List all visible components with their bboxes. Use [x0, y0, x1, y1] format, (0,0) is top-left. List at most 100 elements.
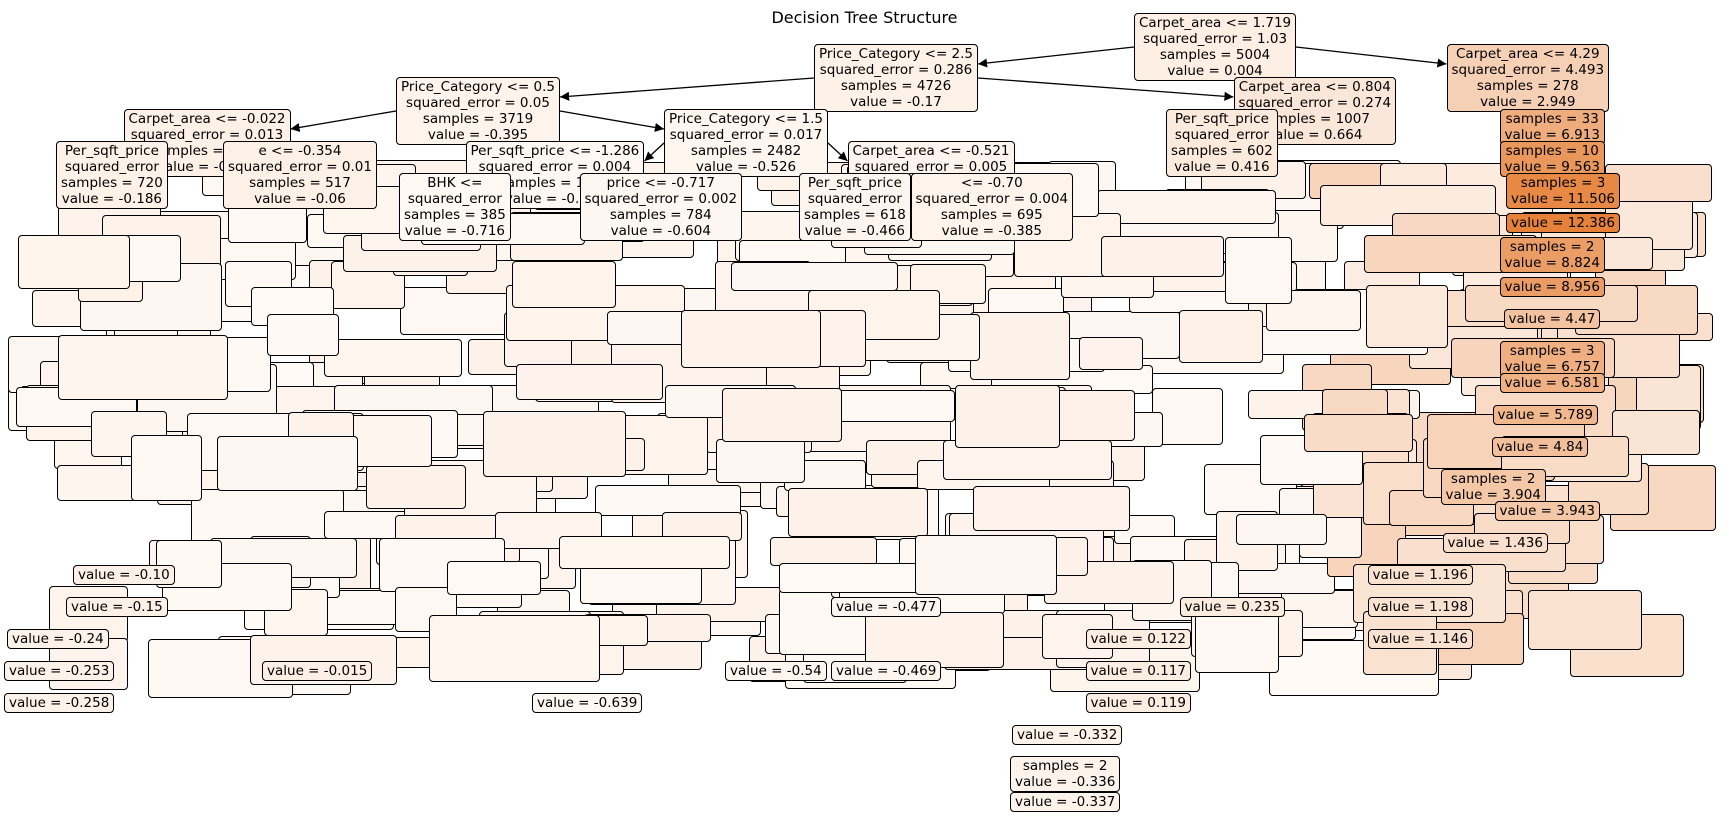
node-text-line: value = -0.385: [941, 223, 1042, 239]
node-text-line: value = 0.004: [1167, 63, 1263, 79]
background-node-box: [1194, 610, 1280, 674]
tree-node: value = -0.258: [4, 693, 115, 713]
background-node-box: [447, 561, 542, 596]
tree-node: value = 1.196: [1367, 565, 1473, 585]
node-text-line: samples = 695: [940, 207, 1043, 223]
node-text-line: value = -0.639: [537, 695, 638, 711]
background-node-box: [1366, 285, 1448, 349]
background-node-box: [681, 310, 821, 368]
background-node-box: [512, 261, 616, 308]
node-text-line: value = -0.17: [850, 94, 942, 110]
node-text-line: Price_Category <= 1.5: [669, 111, 824, 127]
background-node-box: [954, 385, 1060, 448]
node-text-line: squared_error = 0.004: [915, 191, 1069, 207]
tree-node: value = 1.436: [1442, 533, 1548, 553]
tree-node: value = 0.122: [1085, 629, 1191, 649]
node-text-line: value = 6.581: [1504, 375, 1600, 391]
tree-node: value = -0.15: [66, 597, 168, 617]
node-text-line: value = -0.336: [1015, 774, 1116, 790]
tree-edge: [977, 46, 1135, 68]
background-node-box: [715, 439, 806, 483]
tree-edge: [559, 110, 665, 132]
background-node-box: [1225, 237, 1293, 304]
background-node-box: [1096, 190, 1277, 224]
tree-node: value = 12.386: [1506, 213, 1621, 233]
node-text-line: <= -0.70: [960, 175, 1023, 191]
node-text-line: squared_error = 0.004: [478, 159, 632, 175]
node-text-line: Carpet_area <= -0.521: [852, 143, 1010, 159]
background-node-box: [1528, 590, 1642, 651]
node-text-line: samples = 3: [1509, 343, 1595, 359]
node-text-line: samples = 3: [1520, 175, 1606, 191]
node-text-line: squared_error = 0.002: [584, 191, 738, 207]
background-node-box: [1304, 414, 1413, 453]
node-text-line: value = -0.015: [267, 663, 368, 679]
background-node-box: [366, 465, 466, 510]
node-text-line: value = 4.84: [1496, 439, 1584, 455]
background-node-box: [778, 563, 940, 594]
node-text-line: squared_error = 0.274: [1238, 95, 1392, 111]
node-text-line: squared_error = 1.03: [1143, 31, 1288, 47]
node-text-line: samples = 385: [404, 207, 506, 223]
node-text-line: samples = 33: [1505, 111, 1599, 127]
node-text-line: squared_error = 0.005: [854, 159, 1008, 175]
node-text-line: value = 1.198: [1372, 599, 1468, 615]
tree-node: value = -0.54: [725, 661, 827, 681]
background-node-box: [58, 335, 228, 400]
tree-edge: [559, 77, 815, 101]
background-node-box: [595, 485, 742, 517]
node-text-line: value = 8.824: [1504, 255, 1600, 271]
tree-node: value = 4.47: [1503, 309, 1601, 329]
node-text-line: value = 0.117: [1090, 663, 1186, 679]
node-text-line: samples = 1007: [1259, 111, 1370, 127]
node-text-line: price <= -0.717: [606, 175, 715, 191]
background-node-box: [788, 488, 929, 538]
node-text-line: value = -0.604: [610, 223, 711, 239]
node-text-line: value = -0.469: [836, 663, 937, 679]
background-node-box: [770, 537, 877, 566]
node-text-line: value = -0.526: [695, 159, 797, 175]
tree-node: value = -0.015: [262, 661, 373, 681]
node-text-line: squared_error = 4.493: [1451, 62, 1605, 78]
node-text-line: Per_sqft_price: [1174, 111, 1269, 127]
node-text-line: squared_error: [64, 159, 159, 175]
background-node-box: [217, 436, 358, 492]
node-text-line: value = -0.477: [836, 599, 937, 615]
background-node-box: [1079, 337, 1143, 370]
background-node-box: [973, 486, 1130, 532]
node-text-line: value = 3.904: [1445, 487, 1541, 503]
background-node-box: [731, 262, 898, 292]
tree-node: value = 0.235: [1179, 597, 1285, 617]
node-text-line: Per_sqft_price: [807, 175, 902, 191]
background-node-box: [1179, 310, 1264, 364]
node-text-line: samples = 10: [1505, 143, 1599, 159]
node-text-line: samples = 4726: [840, 78, 952, 94]
tree-node: value = -0.469: [831, 661, 942, 681]
tree-node: value = 4.84: [1491, 437, 1589, 457]
background-node-box: [323, 339, 462, 377]
node-text-line: squared_error = 0.286: [819, 62, 973, 78]
node-text-line: value = 4.47: [1508, 311, 1596, 327]
node-text-line: value = 0.119: [1090, 695, 1186, 711]
node-text-line: value = 1.196: [1372, 567, 1468, 583]
node-text-line: squared_error = 0.05: [406, 95, 550, 111]
node-text-line: value = 6.913: [1504, 127, 1600, 143]
node-text-line: Carpet_area <= 0.804: [1238, 79, 1391, 95]
node-text-line: value = -0.10: [78, 567, 170, 583]
node-text-line: squared_error: [407, 191, 502, 207]
node-text-line: value = 0.416: [1174, 159, 1270, 175]
node-text-line: samples = 784: [609, 207, 712, 223]
background-node-box: [559, 536, 730, 570]
node-text-line: value = -0.54: [730, 663, 822, 679]
node-text-line: Carpet_area <= 1.719: [1139, 15, 1292, 31]
node-text-line: value = 12.386: [1511, 215, 1616, 231]
